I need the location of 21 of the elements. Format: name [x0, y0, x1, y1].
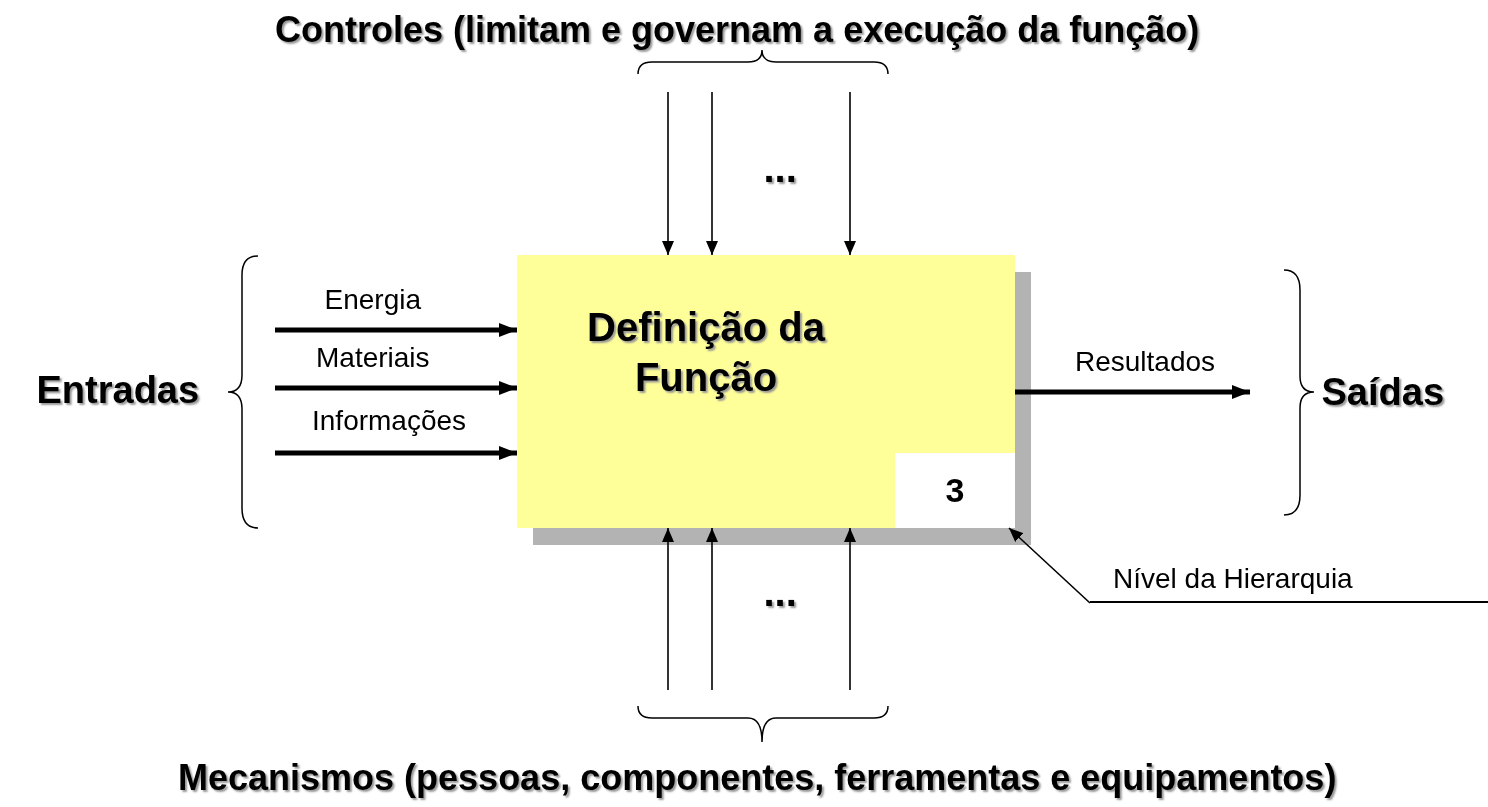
function-title: Definição da Função [586, 303, 827, 401]
hierarchy-number-box [895, 453, 1015, 528]
arrow [662, 91, 674, 256]
ellipsis: ... [763, 569, 797, 615]
controls-heading: Controles (limitam e governam a execução da função) [275, 9, 1200, 51]
inputs-heading: Entradas [36, 368, 200, 412]
arrow [275, 323, 517, 337]
outputs-heading: Saídas [1321, 370, 1445, 414]
arrow [275, 446, 517, 460]
hierarchy-level-text: Nível da Hierarquia [1113, 562, 1353, 596]
arrow [844, 91, 856, 256]
ellipsis: ... [763, 145, 797, 191]
hierarchy-number: 3 [945, 470, 965, 512]
arrow [844, 527, 856, 691]
leader-line [1008, 527, 1091, 604]
arrow [275, 381, 517, 395]
arrow [1015, 385, 1250, 399]
arrow [706, 91, 718, 256]
arrow [706, 527, 718, 691]
mechanisms-heading: Mecanismos (pessoas, componentes, ferramentas e equipamentos) [178, 757, 1337, 799]
arrow [662, 527, 674, 691]
